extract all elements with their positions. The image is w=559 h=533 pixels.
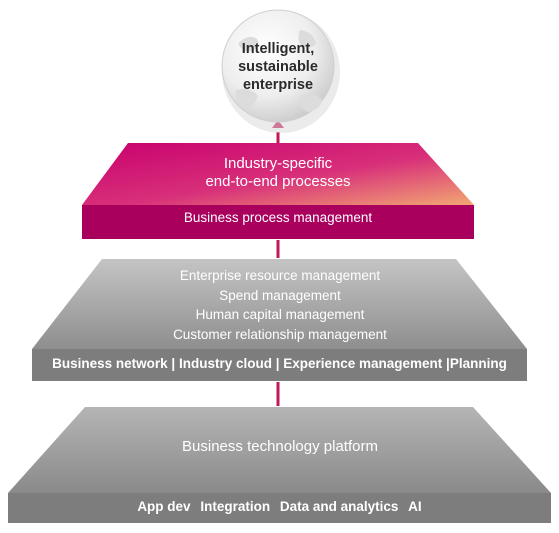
process-layer-title: Industry-specific end-to-end processes: [82, 155, 474, 191]
platform-title: Business technology platform: [182, 438, 378, 455]
platform-band-item: Data and analytics: [279, 499, 399, 514]
application-band-label: Business network | Industry cloud | Expe…: [52, 356, 507, 371]
application-item: Human capital management: [195, 307, 365, 322]
application-layer: [32, 259, 527, 381]
application-item: Enterprise resource management: [179, 268, 381, 283]
process-layer-top: [82, 143, 474, 205]
platform-band-item: AI: [408, 499, 422, 514]
application-list: Enterprise resource management Spend man…: [60, 266, 500, 344]
platform-band-item: Integration: [200, 499, 271, 514]
process-layer: [82, 143, 474, 239]
application-item: Spend management: [219, 287, 341, 303]
application-layer-band: [32, 349, 527, 381]
process-title-line: Industry-specific: [223, 155, 333, 172]
platform-layer: [8, 407, 551, 523]
process-title-line: end-to-end processes: [205, 173, 351, 190]
process-band-label: Business process management: [183, 210, 373, 225]
platform-band-item: App dev: [137, 499, 191, 514]
platform-layer-top: [8, 407, 551, 493]
platform-layer-band: [8, 493, 551, 523]
application-item: Customer relationship management: [173, 326, 387, 342]
globe-icon: [221, 9, 340, 133]
goal-line: Intelligent,: [241, 41, 315, 57]
goal-line: enterprise: [242, 77, 314, 93]
platform-band: App dev Integration Data and analytics A…: [8, 496, 551, 518]
process-layer-band: [82, 205, 474, 239]
goal-label: Intelligent, sustainable enterprise: [222, 40, 334, 94]
goal-line: sustainable: [238, 59, 318, 75]
application-layer-top: [32, 259, 527, 349]
